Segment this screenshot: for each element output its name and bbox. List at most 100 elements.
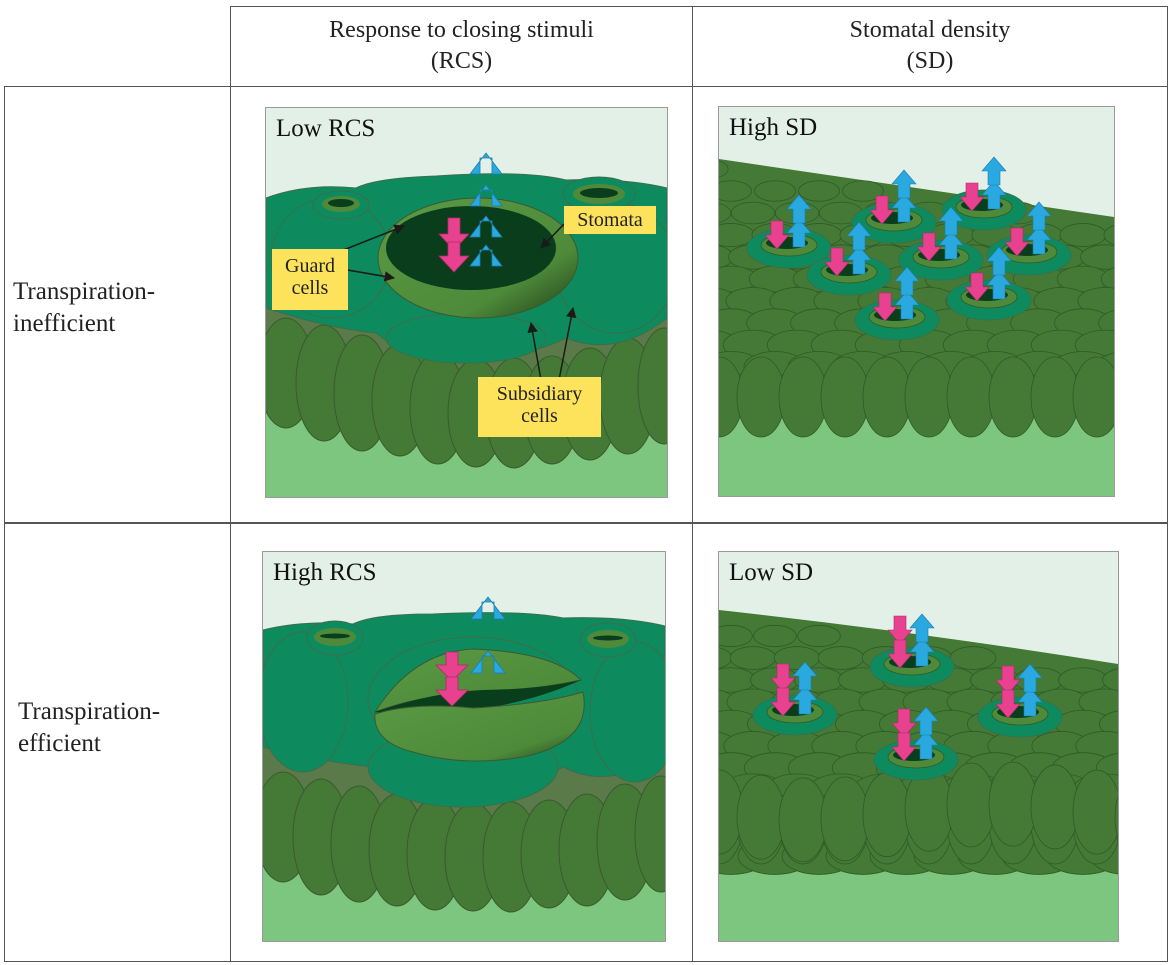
water-vapor-arrow bbox=[891, 193, 917, 223]
co2-arrow bbox=[824, 247, 850, 277]
water-vapor-arrows bbox=[470, 596, 506, 674]
epidermal-cell bbox=[753, 624, 797, 648]
stoma bbox=[851, 169, 937, 244]
water-vapor-arrow bbox=[913, 730, 939, 760]
co2-arrows bbox=[438, 217, 470, 273]
stoma bbox=[941, 156, 1027, 231]
epidermal-cell bbox=[797, 624, 841, 648]
epidermal-cell bbox=[842, 180, 884, 202]
epidermal-cell bbox=[862, 356, 912, 438]
co2-arrow bbox=[891, 708, 917, 738]
stoma bbox=[806, 221, 892, 296]
water-vapor-arrow bbox=[786, 218, 812, 248]
table-border-left bbox=[4, 86, 5, 962]
epidermal-cell bbox=[736, 774, 786, 860]
label-guard-cells: Guard cells bbox=[272, 249, 348, 310]
water-vapor-arrow bbox=[909, 613, 935, 643]
epidermal-cell bbox=[817, 646, 865, 670]
label-subsidiary-cells: Subsidiary cells bbox=[478, 377, 601, 437]
column-header-sd-line2: (SD) bbox=[906, 48, 954, 74]
co2-arrow bbox=[964, 272, 990, 302]
stoma bbox=[854, 266, 940, 341]
water-vapor-arrow bbox=[792, 661, 818, 691]
epidermal-cell bbox=[988, 356, 1038, 438]
epidermal-cell bbox=[719, 180, 752, 202]
stoma bbox=[746, 194, 832, 269]
panel-title-low-rcs: Low RCS bbox=[276, 115, 376, 142]
co2-arrow bbox=[887, 615, 913, 645]
table-column-divider-1 bbox=[230, 6, 231, 962]
water-vapor-arrow bbox=[938, 230, 964, 260]
epidermal-cell bbox=[820, 356, 870, 438]
panel-low-sd: Low SD bbox=[718, 551, 1119, 942]
water-vapor-arrow bbox=[981, 156, 1007, 186]
column-header-rcs: Response to closing stimuli (RCS) bbox=[231, 15, 692, 77]
label-guard-cells-line2: cells bbox=[291, 277, 329, 299]
panel-low-rcs: Low RCS Stomata Guard cells Subsidiary c… bbox=[265, 107, 668, 498]
small-stoma-right bbox=[579, 622, 637, 658]
label-guard-cells-line1: Guard bbox=[285, 255, 335, 277]
water-vapor-arrow bbox=[938, 206, 964, 236]
epidermal-cell bbox=[778, 356, 828, 438]
water-vapor-arrow bbox=[894, 290, 920, 320]
table-border-right bbox=[1167, 6, 1168, 962]
epidermal-cell bbox=[1098, 309, 1114, 337]
epidermal-cell bbox=[754, 180, 796, 202]
co2-arrow bbox=[869, 195, 895, 225]
co2-arrow bbox=[770, 687, 796, 717]
label-subsidiary-cells-line1: Subsidiary bbox=[496, 383, 583, 405]
water-vapor-arrow bbox=[792, 685, 818, 715]
epidermal-cell bbox=[946, 356, 996, 438]
stoma bbox=[752, 661, 838, 736]
epidermal-cell bbox=[1058, 667, 1108, 693]
water-vapor-arrow bbox=[986, 246, 1012, 276]
co2-arrows bbox=[435, 651, 469, 707]
epidermal-cell bbox=[778, 777, 828, 863]
panel-title-high-sd: High SD bbox=[729, 114, 818, 141]
panel-title-high-rcs: High RCS bbox=[273, 559, 377, 586]
epidermal-cell bbox=[1072, 356, 1114, 438]
small-stoma-left bbox=[306, 620, 364, 656]
table-border-top bbox=[4, 86, 1168, 87]
small-stoma-right bbox=[562, 176, 636, 212]
column-header-sd-line1: Stomatal density bbox=[849, 17, 1011, 43]
epidermal-cell bbox=[736, 356, 786, 438]
epidermal-cell-row bbox=[263, 771, 665, 913]
epidermal-cell bbox=[904, 356, 954, 438]
water-vapor-arrow bbox=[1026, 225, 1052, 255]
panel-high-sd: High SD bbox=[718, 106, 1115, 497]
epidermal-cell bbox=[862, 772, 912, 858]
row-header-inefficient: Transpiration- inefficient bbox=[13, 276, 155, 340]
water-vapor-arrow bbox=[846, 245, 872, 275]
co2-arrow bbox=[995, 665, 1021, 695]
epidermal-cell bbox=[730, 201, 776, 225]
stoma bbox=[946, 246, 1032, 321]
epidermal-cell bbox=[1030, 764, 1080, 850]
epidermal-cell bbox=[988, 761, 1038, 847]
water-vapor-arrow bbox=[891, 169, 917, 199]
epidermal-cell bbox=[1103, 225, 1114, 245]
water-vapor-arrow bbox=[1017, 687, 1043, 717]
water-vapor-arrows bbox=[469, 152, 503, 267]
column-header-rcs-line1: Response to closing stimuli bbox=[329, 17, 594, 43]
table-border-bottom bbox=[4, 961, 1168, 962]
row-header-inefficient-line2: inefficient bbox=[13, 310, 116, 337]
water-vapor-arrow bbox=[846, 221, 872, 251]
water-vapor-arrow bbox=[1026, 201, 1052, 231]
epidermal-cell bbox=[719, 624, 753, 648]
table-column-divider-2 bbox=[692, 6, 693, 962]
water-vapor-arrow bbox=[909, 637, 935, 667]
co2-arrow bbox=[872, 292, 898, 322]
main-stoma-closed bbox=[367, 636, 585, 762]
water-vapor-arrow bbox=[894, 266, 920, 296]
table-row-divider bbox=[4, 522, 1168, 524]
co2-arrow bbox=[891, 732, 917, 762]
stoma bbox=[898, 206, 984, 281]
water-vapor-arrow bbox=[786, 194, 812, 224]
stoma bbox=[873, 706, 959, 781]
water-vapor-arrow bbox=[981, 180, 1007, 210]
water-vapor-arrow bbox=[986, 270, 1012, 300]
row-header-inefficient-line1: Transpiration- bbox=[13, 278, 156, 305]
high-sd-illustration bbox=[719, 107, 1114, 496]
epidermal-cell bbox=[1014, 667, 1064, 693]
